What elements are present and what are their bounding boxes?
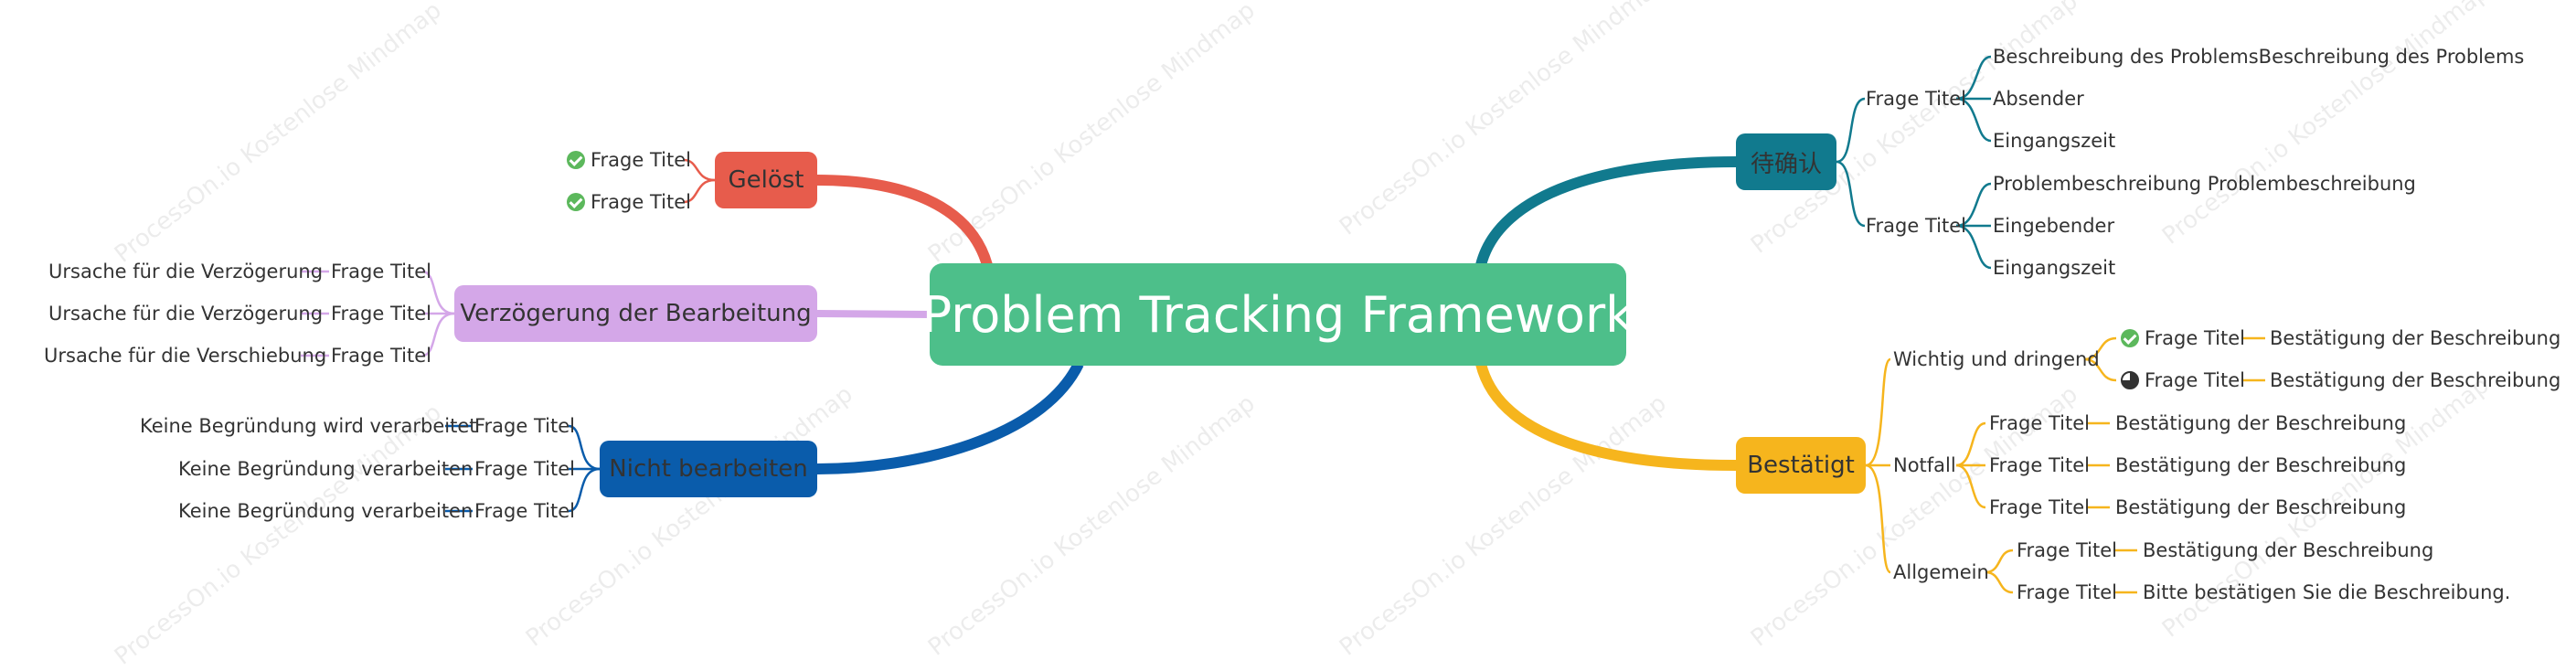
leaf-topic[interactable]: Absender (1993, 88, 2084, 110)
leaf-topic[interactable]: Bestätigung der Beschreibung (2270, 327, 2561, 349)
subtopic[interactable]: Frage Titel (474, 415, 575, 437)
leaf-topic[interactable]: Bestätigung der Beschreibung (2115, 496, 2407, 518)
branch-warten (1475, 156, 1737, 267)
root-topic[interactable]: Problem Tracking Framework (922, 263, 1634, 366)
topic-geloest[interactable]: Gelöst (715, 152, 817, 208)
subtopic[interactable]: Frage Titel (1866, 215, 1966, 237)
subtopic[interactable]: Frage Titel (591, 149, 691, 171)
leaf-topic[interactable]: Beschreibung des ProblemsBeschreibung de… (1993, 46, 2525, 68)
topic-bestaetigt[interactable]: Bestätigt (1736, 437, 1866, 494)
subtopic[interactable]: Frage Titel (331, 345, 431, 367)
leaf-topic[interactable]: Bestätigung der Beschreibung (2115, 454, 2407, 476)
leaf-topic[interactable]: Eingangszeit (1993, 130, 2116, 152)
leaf-topic[interactable]: Ursache für die Verzögerung (48, 261, 324, 282)
leaf-topic[interactable]: Bestätigung der Beschreibung (2270, 369, 2561, 391)
topic-nicht-bearbeiten[interactable]: Nicht bearbeiten (600, 441, 817, 497)
subtopic[interactable]: Frage Titel (331, 261, 431, 282)
subtopic[interactable]: Frage Titel (474, 458, 575, 480)
topic-warten[interactable]: 待确认 (1736, 133, 1836, 190)
branch-bestaetigt (1475, 362, 1737, 471)
subtopic[interactable]: Frage Titel (2145, 327, 2245, 349)
subtopic[interactable]: Frage Titel (2145, 369, 2245, 391)
leaf-topic[interactable]: Bestätigung der Beschreibung (2143, 539, 2434, 561)
progress-three-quarter-icon (2121, 371, 2139, 389)
check-circle-icon (2121, 329, 2139, 347)
topic-verzoegerung[interactable]: Verzögerung der Bearbeitung (454, 285, 817, 342)
leaf-topic[interactable]: Problembeschreibung Problembeschreibung (1993, 173, 2416, 195)
leaf-topic[interactable]: Ursache für die Verschiebung (44, 345, 327, 367)
leaf-topic[interactable]: Keine Begründung wird verarbeitet (140, 415, 477, 437)
subtopic[interactable]: Frage Titel (2017, 581, 2117, 603)
check-circle-icon (567, 193, 585, 211)
leaf-topic[interactable]: Ursache für die Verzögerung (48, 303, 324, 325)
branch-nicht (816, 361, 1084, 474)
leaf-topic[interactable]: Keine Begründung verarbeiten (178, 458, 474, 480)
group-topic[interactable]: Allgemein (1893, 561, 1989, 583)
subtopic[interactable]: Frage Titel (591, 191, 691, 213)
subtopic[interactable]: Frage Titel (1866, 88, 1966, 110)
leaf-topic[interactable]: Bestätigung der Beschreibung (2115, 412, 2407, 434)
subtopic[interactable]: Frage Titel (1989, 412, 2090, 434)
branch-geloest (816, 175, 993, 267)
leaf-topic[interactable]: Eingangszeit (1993, 257, 2116, 279)
subtopic[interactable]: Frage Titel (1989, 454, 2090, 476)
subtopic[interactable]: Frage Titel (331, 303, 431, 325)
group-topic[interactable]: Notfall (1893, 454, 1956, 476)
group-topic[interactable]: Wichtig und dringend (1893, 348, 2100, 370)
subtopic[interactable]: Frage Titel (474, 500, 575, 522)
leaf-topic[interactable]: Keine Begründung verarbeiten (178, 500, 474, 522)
subtopic[interactable]: Frage Titel (1989, 496, 2090, 518)
subtopic[interactable]: Frage Titel (2017, 539, 2117, 561)
leaf-topic[interactable]: Bitte bestätigen Sie die Beschreibung. (2143, 581, 2511, 603)
check-circle-icon (567, 151, 585, 169)
leaf-topic[interactable]: Eingebender (1993, 215, 2115, 237)
